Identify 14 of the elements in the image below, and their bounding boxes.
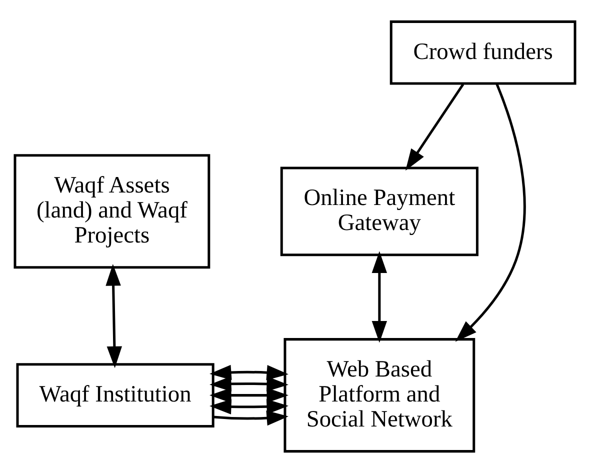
node-box: Online Payment Gateway — [280, 166, 478, 256]
arrow — [210, 376, 288, 392]
node-box: Waqf Assets (land) and Waqf Projects — [14, 154, 210, 268]
arrow — [210, 364, 288, 380]
arrow — [210, 387, 288, 402]
node-box: Waqf Institution — [16, 362, 214, 427]
arrow — [455, 82, 526, 342]
arrow — [405, 83, 464, 170]
node-box: Crowd funders — [390, 20, 576, 84]
arrow — [372, 250, 388, 342]
arrow — [210, 398, 288, 414]
arrow — [213, 410, 288, 426]
node-box: Web Based Platform and Social Network — [284, 338, 476, 452]
arrow — [106, 263, 122, 368]
